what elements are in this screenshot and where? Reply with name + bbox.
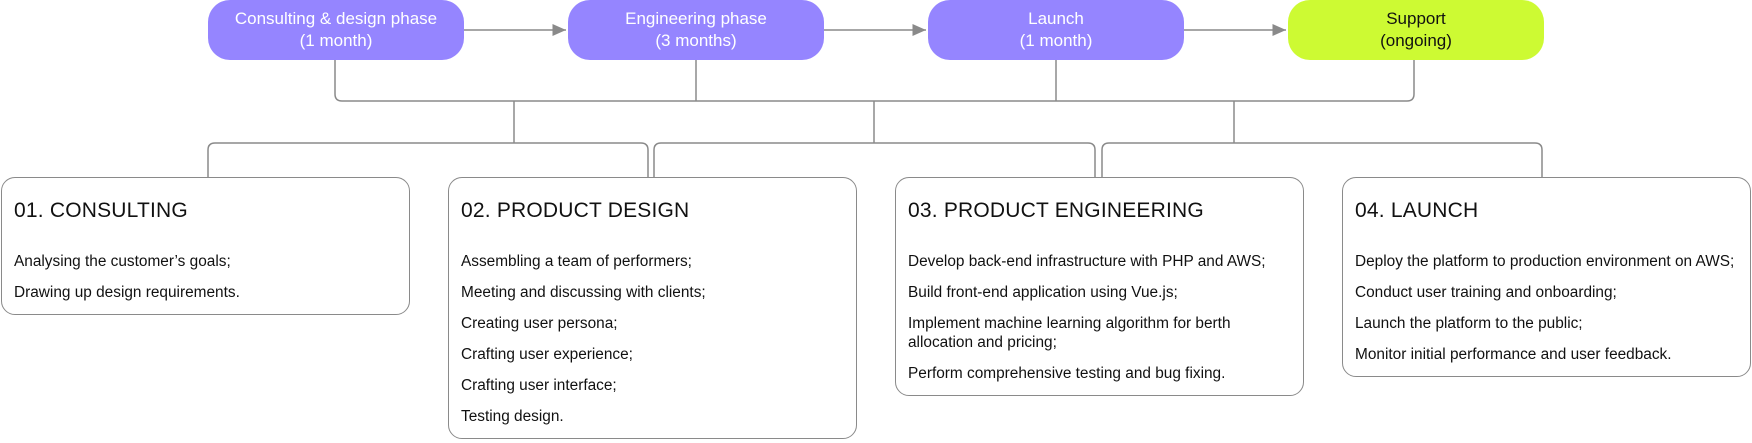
- list-item: Deploy the platform to production enviro…: [1355, 253, 1735, 270]
- list-item: Testing design.: [461, 408, 564, 425]
- list-item: Implement machine learning algorithm for…: [908, 315, 1231, 351]
- list-item: Launch the platform to the public;: [1355, 315, 1583, 332]
- card-title: 02. PRODUCT DESIGN: [461, 199, 690, 222]
- card-title: 04. LAUNCH: [1355, 199, 1479, 222]
- phase-name: Consulting & design phase: [234, 9, 438, 28]
- list-item: Creating user persona;: [461, 315, 618, 332]
- phase-consulting-design: Consulting & design phase (1 month): [208, 0, 464, 60]
- card-title: 03. PRODUCT ENGINEERING: [908, 199, 1204, 222]
- bracket-card-1: [207, 142, 649, 177]
- bracket-card-2: [653, 142, 1096, 177]
- list-item: Perform comprehensive testing and bug fi…: [908, 365, 1226, 382]
- list-item: Conduct user training and onboarding;: [1355, 284, 1617, 301]
- phase-engineering: Engineering phase (3 months): [568, 0, 824, 60]
- list-item: Analysing the customer’s goals;: [14, 253, 231, 270]
- phase-support: Support (ongoing): [1288, 0, 1544, 60]
- phase-bus: [334, 60, 1415, 102]
- card-title: 01. CONSULTING: [14, 199, 188, 222]
- card-launch: 04. LAUNCH Deploy the platform to produc…: [1342, 177, 1751, 377]
- phase-name: Launch: [1028, 9, 1084, 28]
- phase-name: Support: [1386, 9, 1446, 28]
- list-item: Build front-end application using Vue.js…: [908, 284, 1178, 301]
- phase-launch: Launch (1 month): [928, 0, 1184, 60]
- phase-duration: (3 months): [655, 31, 737, 50]
- phase-duration: (ongoing): [1380, 31, 1452, 50]
- list-item: Crafting user experience;: [461, 346, 633, 363]
- bracket-card-3: [1101, 142, 1543, 177]
- card-product-engineering: 03. PRODUCT ENGINEERING Develop back-end…: [895, 177, 1304, 396]
- list-item: Develop back-end infrastructure with PHP…: [908, 253, 1266, 270]
- phase-duration: (1 month): [1019, 31, 1093, 50]
- phase-name: Engineering phase: [625, 9, 767, 28]
- list-item: Drawing up design requirements.: [14, 284, 240, 301]
- list-item: Meeting and discussing with clients;: [461, 284, 706, 301]
- card-list: Develop back-end infrastructure with PHP…: [908, 252, 1291, 383]
- card-list: Deploy the platform to production enviro…: [1355, 252, 1738, 364]
- card-consulting: 01. CONSULTING Analysing the customer’s …: [1, 177, 410, 315]
- card-list: Analysing the customer’s goals; Drawing …: [14, 252, 397, 302]
- card-list: Assembling a team of performers; Meeting…: [461, 252, 844, 426]
- list-item: Assembling a team of performers;: [461, 253, 692, 270]
- list-item: Crafting user interface;: [461, 377, 617, 394]
- list-item: Monitor initial performance and user fee…: [1355, 346, 1672, 363]
- phase-duration: (1 month): [299, 31, 373, 50]
- card-product-design: 02. PRODUCT DESIGN Assembling a team of …: [448, 177, 857, 439]
